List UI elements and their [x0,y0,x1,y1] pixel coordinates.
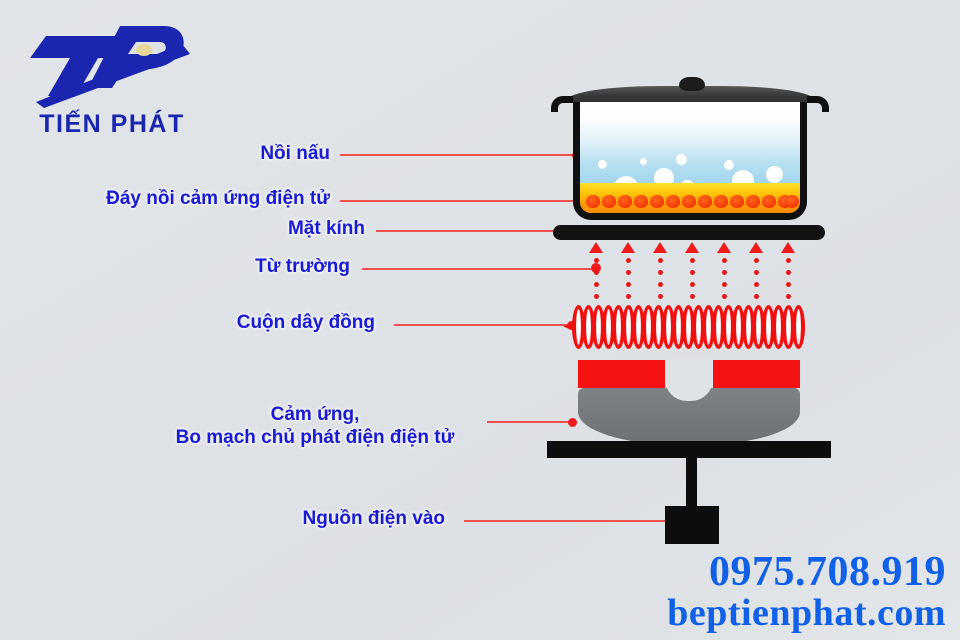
leader-line-coil [394,320,576,330]
hot-spot [634,195,648,208]
pot-lid-icon [567,86,815,106]
label-board-line1: Cảm ứng, [270,404,360,425]
brand-logo: TIẾN PHÁT [24,18,194,140]
coil-lead [563,322,575,331]
label-pot: Nồi nấu [260,143,330,164]
board-block-left [578,360,665,388]
leader-line-pot-base [340,200,590,202]
copper-induction-coil [563,305,808,349]
field-arrow [652,242,668,308]
hot-spot [746,195,760,208]
pot-handle-left [551,96,573,112]
field-arrow [716,242,732,308]
leader-line-power [464,516,686,526]
cooking-pot [551,77,829,222]
phone-number[interactable]: 0975.708.919 [709,549,946,596]
hot-spot [666,195,680,208]
leader-line-glass [376,226,580,236]
arrow-up-icon [685,242,699,253]
bubble [724,160,734,170]
leader-line-field [362,268,596,270]
label-pot-base: Đáy nồi cảm ứng điện tử [106,188,330,209]
power-cord [686,458,697,510]
bubble [640,158,647,165]
arrow-up-icon [749,242,763,253]
hot-spot [602,195,616,208]
arrow-up-icon [717,242,731,253]
hot-spot [762,195,776,208]
leader-dot-field [591,263,601,273]
hot-spot [730,195,744,208]
pot-handle-right [807,96,829,112]
arrow-up-icon [621,242,635,253]
tp-monogram-icon [30,26,190,108]
hot-spot [714,195,728,208]
hot-spot [785,195,799,208]
leader-line-pot [340,150,581,160]
magnetic-field-arrows [588,242,798,308]
hot-spot [698,195,712,208]
label-field: Từ trường [255,256,350,277]
hot-spot [650,195,664,208]
field-arrow [588,242,604,308]
field-arrow [748,242,764,308]
label-glass: Mặt kính [287,218,365,239]
board-block-right [713,360,800,388]
label-coil: Cuộn dây đồng [236,312,375,333]
power-plug [665,506,719,544]
field-arrow [780,242,796,308]
hot-spot [586,195,600,208]
board-notch [665,359,713,401]
bubble [676,154,687,165]
arrow-up-icon [781,242,795,253]
website-url[interactable]: beptienphat.com [667,592,946,635]
label-board-line2: Bo mạch chủ phát điện điện tử [175,427,455,449]
contact-block: 0975.708.919 beptienphat.com [667,550,946,634]
field-arrow [684,242,700,308]
field-arrow [620,242,636,308]
pot-body [573,102,807,220]
hot-spot [618,195,632,208]
label-power: Nguồn điện vào [302,508,446,529]
arrow-up-icon [589,242,603,253]
arrow-up-icon [653,242,667,253]
chassis-bar [547,441,831,458]
brand-name: TIẾN PHÁT [39,110,185,138]
bubble [766,166,783,183]
control-board [578,359,800,445]
glass-cooktop [553,225,825,240]
pot-knob-icon [679,77,705,91]
hot-spot [682,195,696,208]
leader-line-board [487,417,577,427]
bubble [598,160,607,169]
